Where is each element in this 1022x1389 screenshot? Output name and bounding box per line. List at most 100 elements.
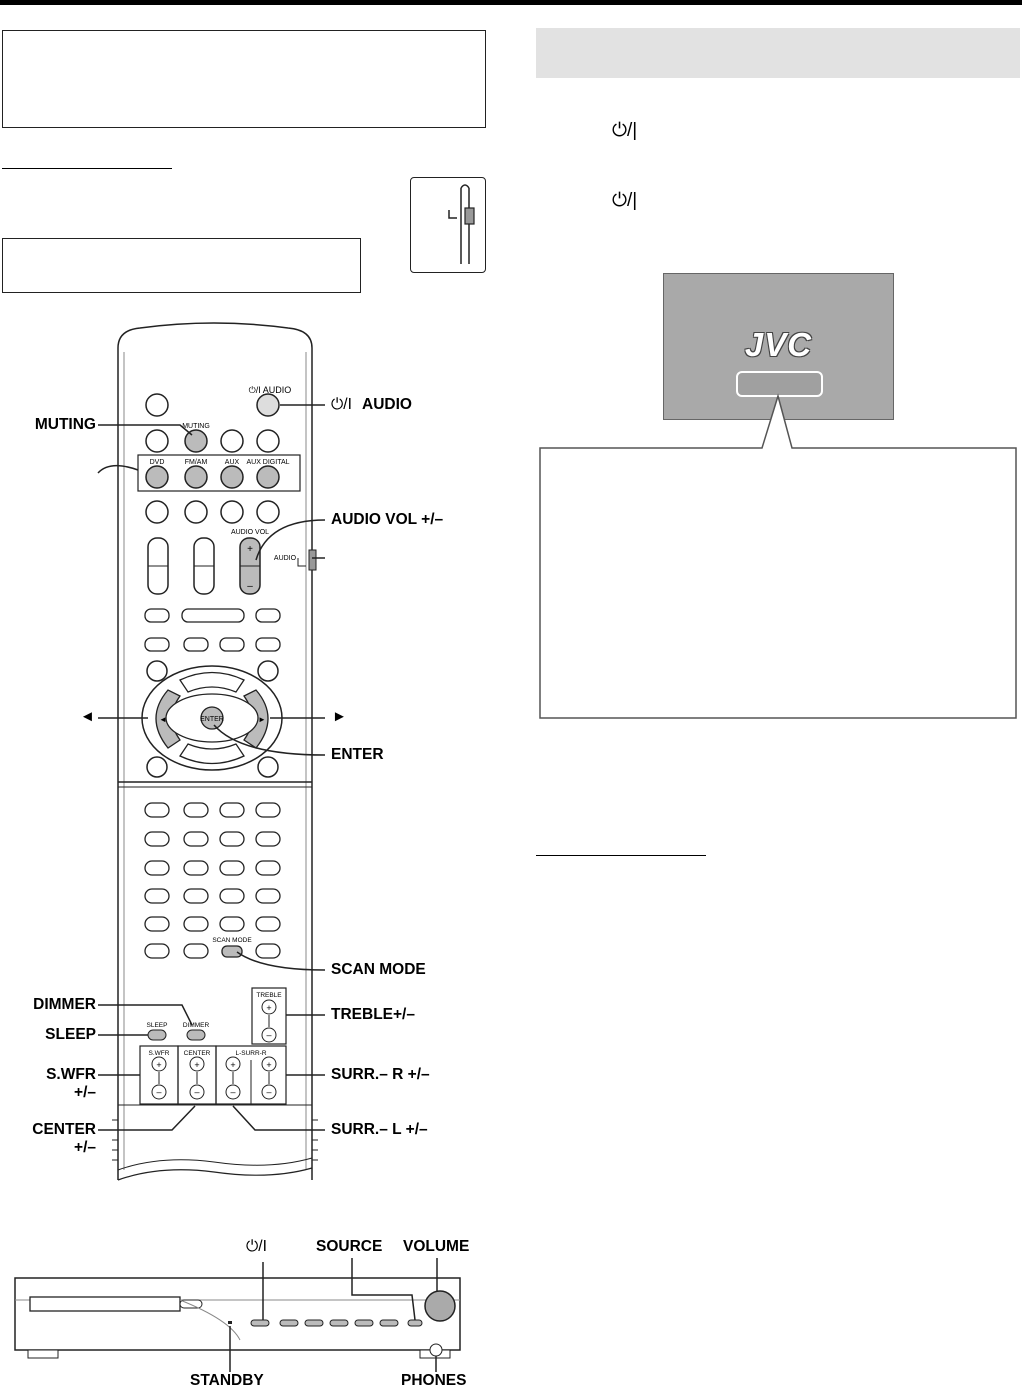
label-unit-volume: VOLUME (403, 1238, 470, 1255)
unit-button[interactable] (379, 1319, 399, 1327)
phones-jack[interactable] (429, 1343, 443, 1357)
remote-button[interactable] (255, 916, 281, 932)
surr-r-minus[interactable] (261, 1084, 277, 1100)
remote-button[interactable] (255, 831, 281, 847)
remote-button[interactable] (255, 802, 281, 818)
enter-button[interactable] (200, 706, 224, 730)
remote-button[interactable] (219, 888, 245, 904)
remote-button[interactable] (183, 916, 209, 932)
label-swfr-pm: +/– (74, 1084, 96, 1101)
volume-knob[interactable] (424, 1290, 456, 1322)
remote-button[interactable] (255, 608, 281, 623)
swfr-plus[interactable] (151, 1056, 167, 1072)
top-rule (0, 0, 1022, 5)
remote-button[interactable] (144, 916, 170, 932)
remote-button[interactable] (220, 500, 244, 524)
remote-button[interactable] (256, 500, 280, 524)
aux-button[interactable] (220, 465, 244, 489)
power-button-unit[interactable] (250, 1319, 270, 1327)
remote-button[interactable] (219, 637, 245, 652)
label-unit-source: SOURCE (316, 1238, 383, 1255)
scan-mode-button[interactable] (221, 945, 243, 958)
treble-minus[interactable] (261, 1027, 277, 1043)
remote-button[interactable] (183, 637, 209, 652)
label-treble: TREBLE+/– (331, 1006, 415, 1023)
label-unit-power: ⏻/I (246, 1238, 267, 1255)
svg-text:–: – (156, 1087, 161, 1097)
remote-button[interactable] (144, 802, 170, 818)
label-left-arrow: ◄ (80, 708, 95, 725)
treble-plus[interactable] (261, 999, 277, 1015)
fmam-button[interactable] (184, 465, 208, 489)
swfr-minus[interactable] (151, 1084, 167, 1100)
power-audio-button[interactable] (256, 393, 280, 417)
label-dimmer: DIMMER (33, 996, 96, 1013)
svg-text:◄: ◄ (159, 715, 167, 724)
label-muting: MUTING (34, 416, 96, 433)
remote-button[interactable] (144, 608, 170, 623)
dimmer-button[interactable] (186, 1029, 206, 1041)
remote-button[interactable] (144, 831, 170, 847)
remote-button[interactable] (219, 860, 245, 876)
remote-button[interactable] (146, 660, 168, 682)
remote-button[interactable] (255, 637, 281, 652)
audio-switch[interactable] (308, 549, 317, 571)
label-power-audio: AUDIO (362, 396, 412, 413)
label-unit-phones: PHONES (401, 1372, 467, 1389)
up-cursor-button[interactable] (179, 671, 245, 693)
remote-button[interactable] (145, 500, 169, 524)
remote-button[interactable] (144, 860, 170, 876)
power-audio-btn-text: ⏻/I AUDIO (249, 385, 292, 395)
remote-button[interactable] (184, 500, 208, 524)
remote-button[interactable] (219, 802, 245, 818)
surr-l-plus[interactable] (225, 1056, 241, 1072)
remote-button[interactable] (257, 756, 279, 778)
remote-button[interactable] (183, 860, 209, 876)
remote-button[interactable] (219, 831, 245, 847)
swfr-btn-text: S.WFR (149, 1050, 170, 1057)
remote-button[interactable] (183, 888, 209, 904)
svg-text:+: + (194, 1060, 199, 1070)
dvd-button[interactable] (145, 465, 169, 489)
remote-button[interactable] (145, 393, 169, 417)
down-cursor-button[interactable] (179, 743, 245, 765)
remote-button[interactable] (255, 860, 281, 876)
remote-button[interactable] (183, 802, 209, 818)
remote-button[interactable] (255, 888, 281, 904)
svg-text:+: + (230, 1060, 235, 1070)
label-enter: ENTER (331, 746, 384, 763)
remote-button[interactable] (144, 943, 170, 959)
remote-button[interactable] (255, 943, 281, 959)
remote-button[interactable] (145, 429, 169, 453)
source-button-unit[interactable] (407, 1319, 423, 1327)
power-symbol-step2: ⏻/| (612, 190, 638, 211)
label-swfr: S.WFR (46, 1066, 96, 1083)
unit-button[interactable] (279, 1319, 299, 1327)
remote-button[interactable] (219, 916, 245, 932)
center-plus[interactable] (189, 1056, 205, 1072)
svg-text:–: – (266, 1030, 271, 1040)
remote-button[interactable] (144, 888, 170, 904)
remote-button[interactable] (183, 943, 209, 959)
aux-digital-button[interactable] (256, 465, 280, 489)
label-surr-r: SURR.– R +/– (331, 1066, 430, 1083)
muting-button[interactable] (184, 429, 208, 453)
remote-button[interactable] (257, 660, 279, 682)
remote-button[interactable] (144, 637, 170, 652)
unit-button[interactable] (354, 1319, 374, 1327)
remote-button[interactable] (183, 831, 209, 847)
surr-l-minus[interactable] (225, 1084, 241, 1100)
center-minus[interactable] (189, 1084, 205, 1100)
remote-button[interactable] (220, 429, 244, 453)
unit-button[interactable] (329, 1319, 349, 1327)
center-btn-text: CENTER (184, 1050, 211, 1057)
unit-button[interactable] (304, 1319, 324, 1327)
remote-button[interactable] (146, 756, 168, 778)
dimmer-btn-text: DIMMER (183, 1022, 210, 1029)
remote-button[interactable] (256, 429, 280, 453)
surr-r-plus[interactable] (261, 1056, 277, 1072)
svg-text:–: – (230, 1087, 235, 1097)
remote-button[interactable] (181, 608, 245, 623)
sleep-button[interactable] (147, 1029, 167, 1041)
